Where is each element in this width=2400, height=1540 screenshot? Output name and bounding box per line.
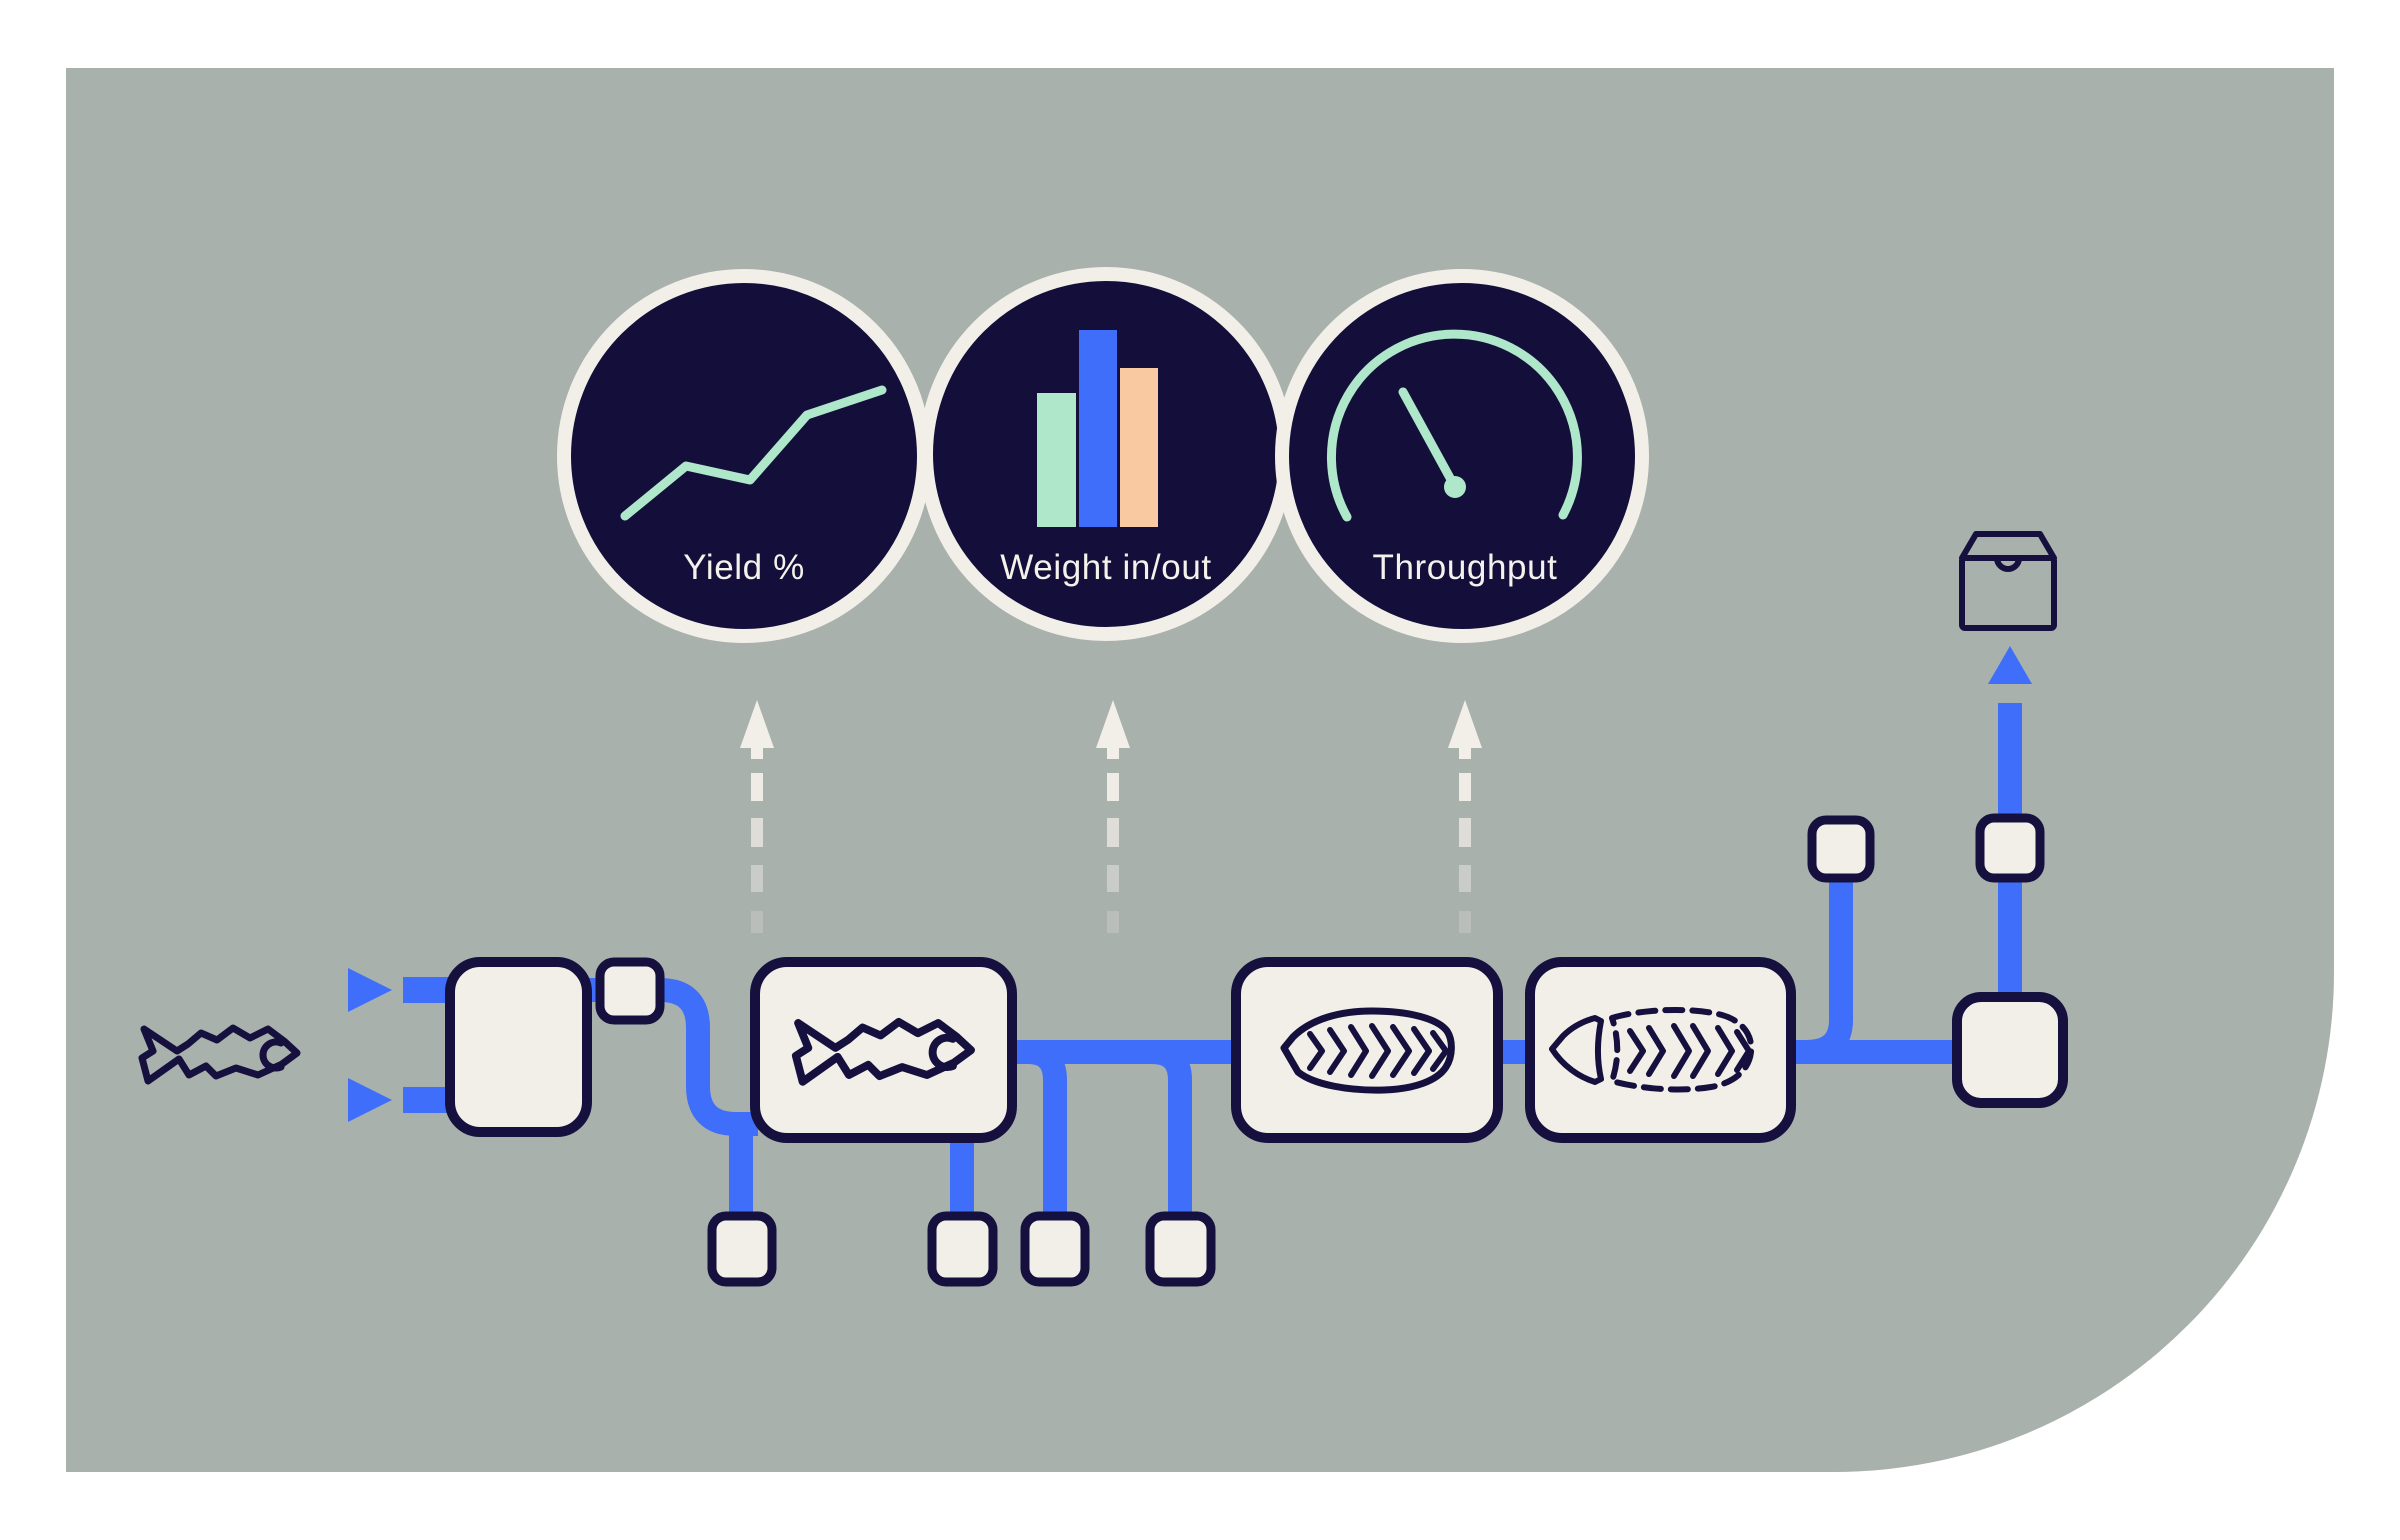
portioned-fillet-icon xyxy=(1549,1007,1755,1093)
arrow-up-icon xyxy=(740,700,774,759)
inlet-arrows xyxy=(348,968,392,1122)
outlet-square-1 xyxy=(707,1211,777,1287)
package-box-icon xyxy=(1959,531,2057,631)
bar-mint xyxy=(1037,393,1076,527)
sensor-square-top-a xyxy=(1807,815,1875,883)
dash xyxy=(751,911,763,933)
bar-chart-icon xyxy=(1037,330,1158,527)
outlet-square-4 xyxy=(1145,1211,1216,1287)
station-whole-fish-box xyxy=(750,957,1017,1143)
dash xyxy=(1107,773,1119,801)
dash xyxy=(751,773,763,801)
fish-icon xyxy=(138,1024,301,1085)
output-arrow-up-icon xyxy=(1988,646,2032,684)
line-chart-icon xyxy=(620,385,887,521)
dash xyxy=(1459,773,1471,801)
pipe-outlet-3 xyxy=(1027,1040,1067,1222)
metric-circle-throughput xyxy=(1275,269,1649,643)
metric-label-yield: Yield % xyxy=(683,548,805,587)
dash xyxy=(1459,865,1471,892)
pipe-sensor-branch xyxy=(1805,872,1853,1064)
station-infeed-box xyxy=(445,957,592,1137)
pipe-s-curve xyxy=(578,978,758,1136)
metric-circle-yield xyxy=(557,269,931,643)
dash xyxy=(1459,818,1471,847)
fillet-icon xyxy=(1280,1007,1455,1094)
metric-label-throughput: Throughput xyxy=(1372,548,1558,587)
outlet-square-2 xyxy=(927,1211,998,1287)
dash xyxy=(751,818,763,847)
dash xyxy=(1459,911,1471,933)
station-packing-box xyxy=(1952,992,2068,1108)
sensor-square-inline xyxy=(595,957,665,1025)
dashed-arrow-yield xyxy=(740,700,774,933)
pipe-outlet-4 xyxy=(1151,1040,1192,1222)
arrow-up-icon xyxy=(1096,700,1130,759)
gauge-icon xyxy=(1326,329,1582,522)
dashed-arrow-throughput xyxy=(1448,700,1482,933)
arrow-up-icon xyxy=(1448,700,1482,759)
inlet-arrow-icon xyxy=(348,1078,392,1122)
sensor-square-top-b xyxy=(1975,813,2045,883)
dash xyxy=(1107,911,1119,933)
dash xyxy=(1107,865,1119,892)
dash xyxy=(751,865,763,892)
metric-circle-weight xyxy=(919,267,1293,641)
inlet-arrow-icon xyxy=(348,968,392,1012)
outlet-square-3 xyxy=(1020,1211,1090,1287)
bar-blue xyxy=(1079,330,1117,527)
bar-peach xyxy=(1120,368,1158,527)
dashed-arrow-weight xyxy=(1096,700,1130,933)
metric-label-weight: Weight in/out xyxy=(1000,548,1212,587)
dash xyxy=(1107,818,1119,847)
